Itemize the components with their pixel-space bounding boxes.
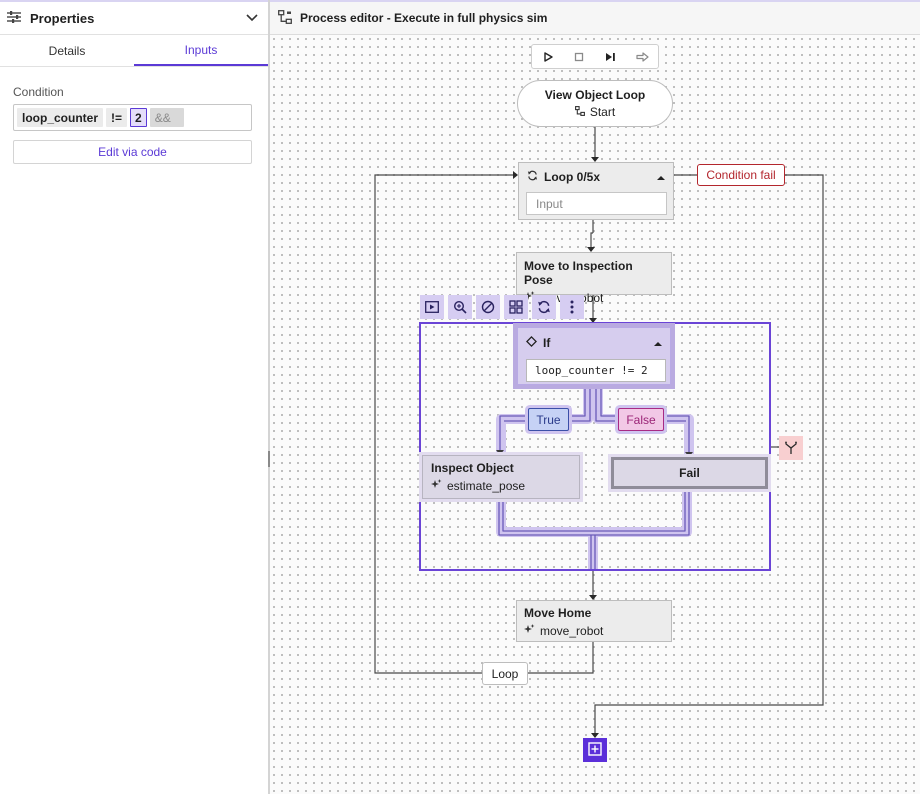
condition-operator-chip[interactable]: != xyxy=(106,108,128,127)
flowchart-icon xyxy=(574,105,585,119)
execution-controls xyxy=(531,44,659,69)
fail-node-title: Fail xyxy=(679,466,700,480)
condition-variable-chip[interactable]: loop_counter xyxy=(17,108,104,127)
condition-combinator-chip[interactable]: && xyxy=(149,108,184,127)
skip-arrow-icon[interactable] xyxy=(631,47,653,67)
edit-via-code-button[interactable]: Edit via code xyxy=(13,140,252,164)
properties-header: Properties xyxy=(0,2,268,35)
add-node-button[interactable] xyxy=(583,738,607,762)
resize-handle[interactable] xyxy=(268,451,270,467)
skill-name: move_robot xyxy=(540,624,604,638)
tab-details[interactable]: Details xyxy=(48,43,86,58)
move-home-title: Move Home xyxy=(524,606,592,620)
sparkle-icon xyxy=(524,624,535,638)
play-icon[interactable] xyxy=(537,47,559,67)
skill-row: estimate_pose xyxy=(431,479,571,493)
sliders-icon xyxy=(7,10,21,26)
diamond-icon xyxy=(526,336,537,350)
true-branch-label[interactable]: True xyxy=(528,408,569,431)
move-inspection-pose-title: Move to Inspection Pose xyxy=(524,259,633,287)
panel-tabs: Details Inputs xyxy=(0,35,268,67)
loop-node-title: Loop 0/5x xyxy=(544,170,601,184)
condition-value-chip[interactable]: 2 xyxy=(130,108,147,127)
if-node-title: If xyxy=(543,336,551,350)
move-inspection-pose-node[interactable]: Move to Inspection Pose move_robot xyxy=(516,252,672,305)
false-branch-label[interactable]: False xyxy=(618,408,664,431)
condition-fail-label[interactable]: Condition fail xyxy=(697,164,785,186)
sparkle-icon xyxy=(524,291,535,305)
inspect-object-node[interactable]: Inspect Object estimate_pose xyxy=(422,455,580,499)
branch-merge-icon[interactable] xyxy=(779,436,803,460)
condition-field[interactable]: loop_counter != 2 && xyxy=(13,104,252,131)
editor-header: Process editor - Execute in full physics… xyxy=(270,2,920,35)
loop-icon xyxy=(527,170,538,184)
start-label: Start xyxy=(589,105,616,119)
move-home-node[interactable]: Move Home move_robot xyxy=(516,600,672,642)
stop-icon[interactable] xyxy=(568,47,590,67)
collapse-icon[interactable] xyxy=(657,170,665,184)
collapse-icon[interactable] xyxy=(654,336,662,350)
editor-title: Process editor - Execute in full physics… xyxy=(300,11,548,25)
start-node-title: View Object Loop xyxy=(544,88,646,102)
panel-resizer[interactable] xyxy=(268,0,270,794)
start-node-subtitle: Start xyxy=(574,105,616,119)
properties-panel: Properties Details Inputs Condition loop… xyxy=(0,0,268,794)
fail-node[interactable]: Fail xyxy=(611,457,768,489)
more-options-icon[interactable] xyxy=(560,295,584,319)
plus-box-icon xyxy=(588,741,602,759)
if-condition-input[interactable]: loop_counter != 2 xyxy=(526,359,666,382)
loop-input-field[interactable]: Input xyxy=(526,192,667,215)
disable-icon[interactable] xyxy=(476,295,500,319)
sparkle-icon xyxy=(431,479,442,493)
flowchart-icon xyxy=(278,9,292,27)
process-editor: Process editor - Execute in full physics… xyxy=(270,0,920,794)
step-icon[interactable] xyxy=(600,47,622,67)
loop-wrap-icon[interactable] xyxy=(532,295,556,319)
group-icon[interactable] xyxy=(504,295,528,319)
inspect-object-title: Inspect Object xyxy=(431,461,514,475)
loop-back-label[interactable]: Loop xyxy=(482,662,528,685)
selection-toolbar xyxy=(420,295,584,319)
flow-canvas[interactable]: View Object Loop Start Loop 0/5x Input xyxy=(270,35,920,794)
chevron-down-icon[interactable] xyxy=(246,11,258,25)
tab-inputs[interactable]: Inputs xyxy=(134,35,268,66)
skill-row: move_robot xyxy=(524,624,664,638)
panel-title: Properties xyxy=(30,10,95,26)
condition-label: Condition xyxy=(13,85,64,99)
if-node[interactable]: If loop_counter != 2 xyxy=(513,323,675,389)
start-node[interactable]: View Object Loop Start xyxy=(517,80,673,127)
run-selection-icon[interactable] xyxy=(420,295,444,319)
loop-node[interactable]: Loop 0/5x Input xyxy=(518,162,674,220)
zoom-inspect-icon[interactable] xyxy=(448,295,472,319)
skill-name: estimate_pose xyxy=(447,479,526,493)
